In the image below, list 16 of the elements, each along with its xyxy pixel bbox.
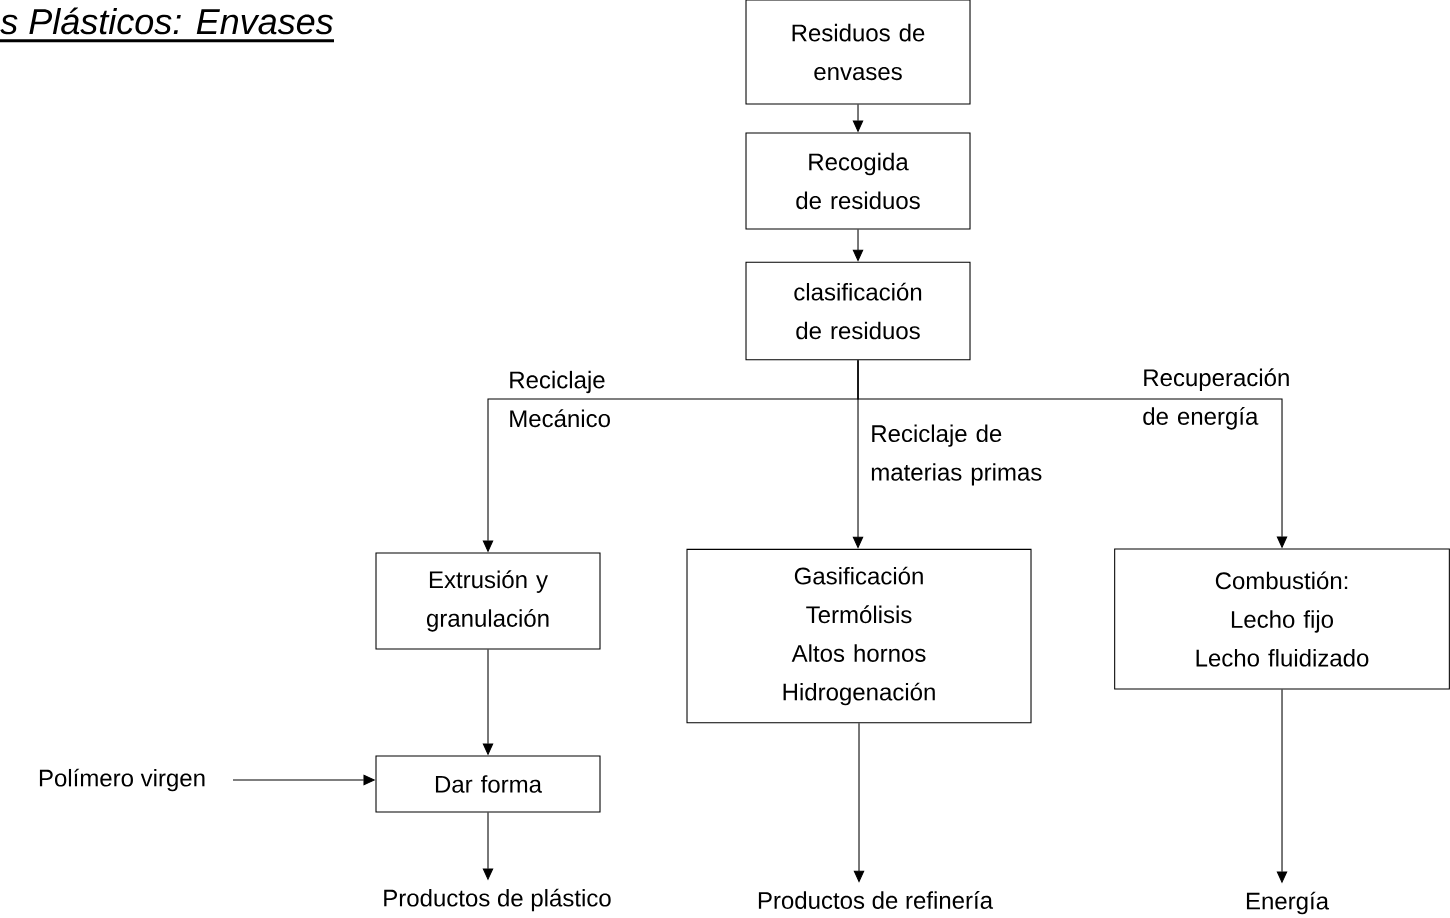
edge-label: Reciclaje Mecánico: [510, 370, 610, 428]
flow-text: Energía: [1246, 891, 1330, 915]
process-box: Dar forma: [375, 755, 601, 813]
arrow: [852, 229, 864, 262]
process-box: clasificación de residuos: [745, 261, 971, 361]
flow-text: Productos de plástico: [384, 888, 611, 912]
process-box: Extrusión y granulación: [375, 552, 601, 650]
process-box: Recogida de residuos: [745, 132, 971, 230]
process-box: Residuos de envases: [745, 0, 971, 105]
flow-text: Productos de refinería: [758, 891, 994, 909]
flow-text: Polímero virgen: [39, 768, 205, 792]
process-box: Combustión: Lecho fijo Lecho fluidizado: [1114, 548, 1450, 690]
process-box: Gasificación Termólisis Altos hornos Hidrogenación: [686, 548, 1032, 724]
edge-label: Reciclaje de materias primas: [871, 424, 1042, 486]
edge-label: Recuperación de energía: [1143, 368, 1289, 430]
title: s Plásticos: Envases: [0, 7, 334, 43]
